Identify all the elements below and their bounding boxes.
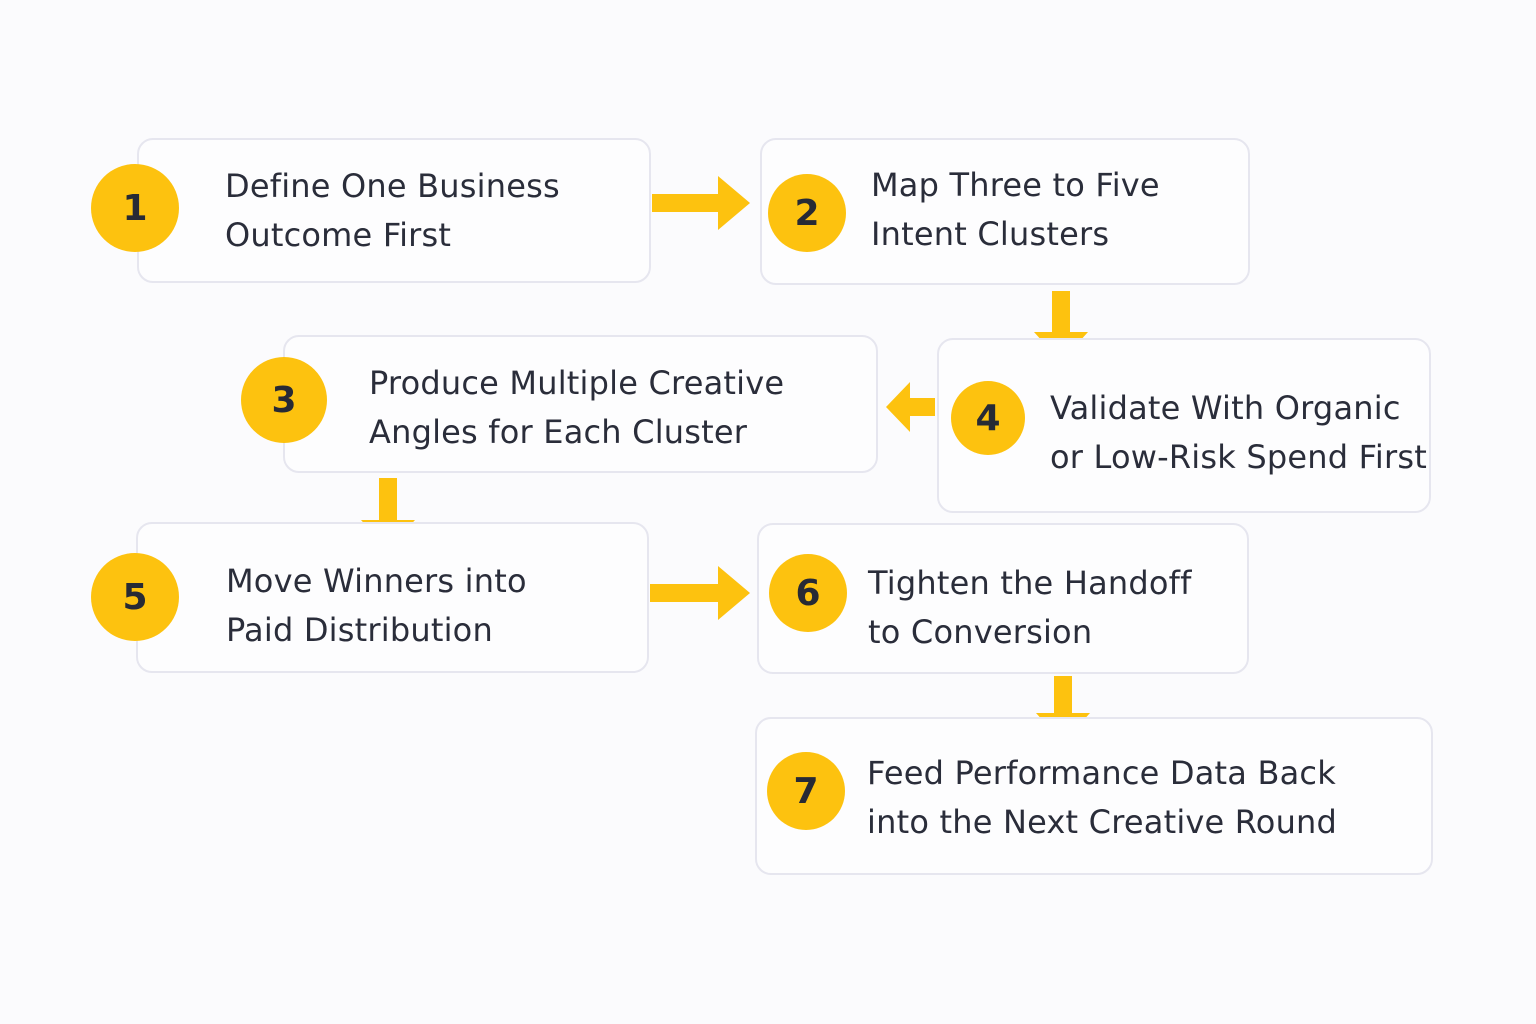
arrow-1-to-2: [652, 176, 750, 230]
step-7-line-2: into the Next Creative Round: [867, 803, 1338, 841]
step-4-number-badge: 4: [951, 381, 1025, 455]
step-1-number-badge: 1: [91, 164, 179, 252]
step-3-line-2: Angles for Each Cluster: [369, 413, 748, 451]
step-7-line-1: Feed Performance Data Back: [867, 754, 1336, 792]
step-2-line-1: Map Three to Five: [871, 166, 1160, 204]
step-6-number-badge: 6: [769, 554, 847, 632]
step-3-box: [283, 335, 878, 473]
step-7-label: Feed Performance Data Back into the Next …: [867, 749, 1337, 847]
step-4-line-2: or Low-Risk Spend First: [1050, 438, 1427, 476]
step-3-line-1: Produce Multiple Creative: [369, 364, 785, 402]
step-2-line-2: Intent Clusters: [871, 215, 1110, 253]
step-4-line-1: Validate With Organic: [1050, 389, 1401, 427]
step-2-number-badge: 2: [768, 174, 846, 252]
step-6-label: Tighten the Handoff to Conversion: [868, 559, 1192, 657]
arrow-4-to-3: [886, 382, 935, 432]
arrow-5-to-6: [650, 566, 750, 620]
step-6-line-2: to Conversion: [868, 613, 1093, 651]
step-1-line-1: Define One Business: [225, 167, 560, 205]
step-5-box: [136, 522, 649, 673]
step-7-box: [755, 717, 1433, 875]
step-5-number-badge: 5: [91, 553, 179, 641]
step-2-box: [760, 138, 1250, 285]
step-6-line-1: Tighten the Handoff: [868, 564, 1192, 602]
step-5-line-2: Paid Distribution: [226, 611, 493, 649]
step-3-number-badge: 3: [241, 357, 327, 443]
step-7-number-badge: 7: [767, 752, 845, 830]
step-1-line-2: Outcome First: [225, 216, 452, 254]
step-4-label: Validate With Organic or Low-Risk Spend F…: [1050, 384, 1427, 482]
step-5-line-1: Move Winners into: [226, 562, 527, 600]
